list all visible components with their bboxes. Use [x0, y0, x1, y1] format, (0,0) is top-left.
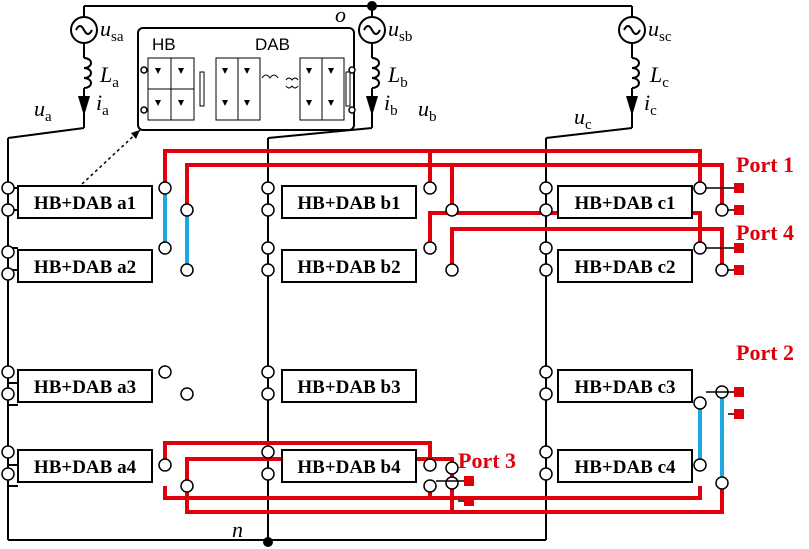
- module-b3-label: HB+DAB b3: [297, 377, 400, 398]
- module-a3-label: HB+DAB a3: [34, 377, 136, 398]
- module-c1: HB+DAB c1: [557, 185, 693, 219]
- module-b1: HB+DAB b1: [281, 185, 417, 219]
- module-b2: HB+DAB b2: [281, 249, 417, 283]
- module-b4: HB+DAB b4: [281, 449, 417, 483]
- port-terminals: [464, 183, 744, 506]
- ub-label: ub: [418, 96, 437, 125]
- module-a4-label: HB+DAB a4: [34, 457, 137, 478]
- node-n-label: n: [232, 517, 243, 542]
- node-o-dot: [367, 1, 377, 11]
- lc-label: Lc: [649, 62, 669, 91]
- module-b2-label: HB+DAB b2: [297, 257, 400, 278]
- ib-label: ib: [384, 90, 398, 119]
- ac-source-b: [358, 16, 386, 44]
- la-label: La: [99, 62, 119, 91]
- ac-source-a: [70, 16, 98, 44]
- module-a2: HB+DAB a2: [17, 249, 153, 283]
- column-a-wiring: [8, 187, 18, 487]
- module-c2-label: HB+DAB c2: [574, 257, 675, 278]
- usc-label: usc: [648, 16, 672, 45]
- module-b3: HB+DAB b3: [281, 369, 417, 403]
- terminals: [1, 181, 729, 493]
- module-c1-label: HB+DAB c1: [574, 193, 675, 214]
- module-b1-label: HB+DAB b1: [297, 193, 400, 214]
- current-arrow-c: [626, 96, 638, 116]
- inductor-c: [631, 57, 640, 89]
- current-arrow-a: [78, 96, 90, 116]
- module-a2-label: HB+DAB a2: [34, 257, 136, 278]
- uc-label: uc: [574, 104, 592, 133]
- port-3-label: Port 3: [458, 448, 516, 473]
- inset-pointer: [81, 129, 141, 185]
- module-c4-label: HB+DAB c4: [574, 457, 676, 478]
- module-b4-label: HB+DAB b4: [297, 457, 401, 478]
- port-stubs: [436, 187, 734, 502]
- usb-label: usb: [388, 16, 412, 45]
- module-a4: HB+DAB a4: [17, 449, 153, 483]
- ia-label: ia: [96, 90, 109, 119]
- lb-label: Lb: [387, 62, 408, 91]
- module-c2: HB+DAB c2: [557, 249, 693, 283]
- module-c4: HB+DAB c4: [557, 449, 693, 483]
- inset-pointer-head: [131, 130, 140, 139]
- module-a1: HB+DAB a1: [17, 185, 153, 219]
- module-c3-label: HB+DAB c3: [574, 377, 675, 398]
- module-c3: HB+DAB c3: [557, 369, 693, 403]
- inset-dab-label: DAB: [255, 35, 290, 54]
- node-o-label: o: [335, 2, 346, 27]
- ac-source-c: [618, 16, 646, 44]
- ua-label: ua: [34, 96, 52, 125]
- inductor-a: [83, 57, 92, 89]
- node-n-dot: [263, 537, 273, 547]
- inset-hb-label: HB: [152, 35, 176, 54]
- module-a3: HB+DAB a3: [17, 369, 153, 403]
- inductor-b: [371, 57, 380, 89]
- port-2-label: Port 2: [736, 340, 794, 365]
- module-a1-label: HB+DAB a1: [34, 193, 136, 214]
- port-4-label: Port 4: [736, 220, 794, 245]
- current-arrow-b: [366, 96, 378, 116]
- usa-label: usa: [100, 16, 124, 45]
- port-1-label: Port 1: [736, 152, 794, 177]
- ic-label: ic: [644, 90, 657, 119]
- hb-dab-inset: HB DAB: [137, 27, 356, 131]
- port-1-wiring: [163, 149, 724, 210]
